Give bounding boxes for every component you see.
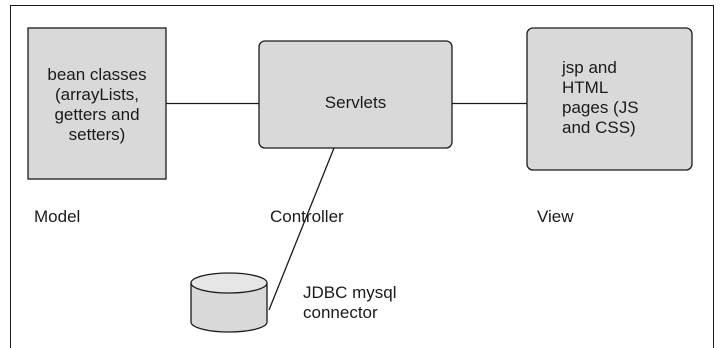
- view-box-text: jsp and HTML pages (JS and CSS): [562, 58, 662, 138]
- database-label-line: connector: [303, 303, 378, 322]
- model-box-line: (arrayLists,: [54, 85, 140, 104]
- controller-box-text: Servlets: [259, 93, 452, 113]
- database-label-line: JDBC mysql: [303, 283, 397, 302]
- view-box: [526, 27, 693, 171]
- model-box-text: bean classes (arrayLists, getters and se…: [28, 65, 166, 145]
- controller-caption: Controller: [270, 207, 344, 226]
- view-box-line: jsp and: [562, 58, 617, 77]
- view-caption: View: [537, 207, 574, 226]
- controller-box-label: Servlets: [324, 93, 387, 112]
- model-box-line: getters and: [54, 105, 140, 124]
- database-cylinder-icon: [190, 272, 268, 333]
- database-label: JDBC mysql connector: [303, 283, 397, 323]
- model-box: [27, 27, 167, 180]
- view-box-line: HTML: [562, 78, 609, 97]
- view-box-line: and CSS): [562, 118, 636, 137]
- model-caption: Model: [34, 207, 81, 226]
- controller-database-connector: [268, 147, 335, 311]
- model-box-line: setters): [68, 125, 126, 144]
- view-box-line: pages (JS: [562, 98, 639, 117]
- controller-box: [258, 40, 453, 149]
- model-box-line: bean classes: [47, 65, 147, 84]
